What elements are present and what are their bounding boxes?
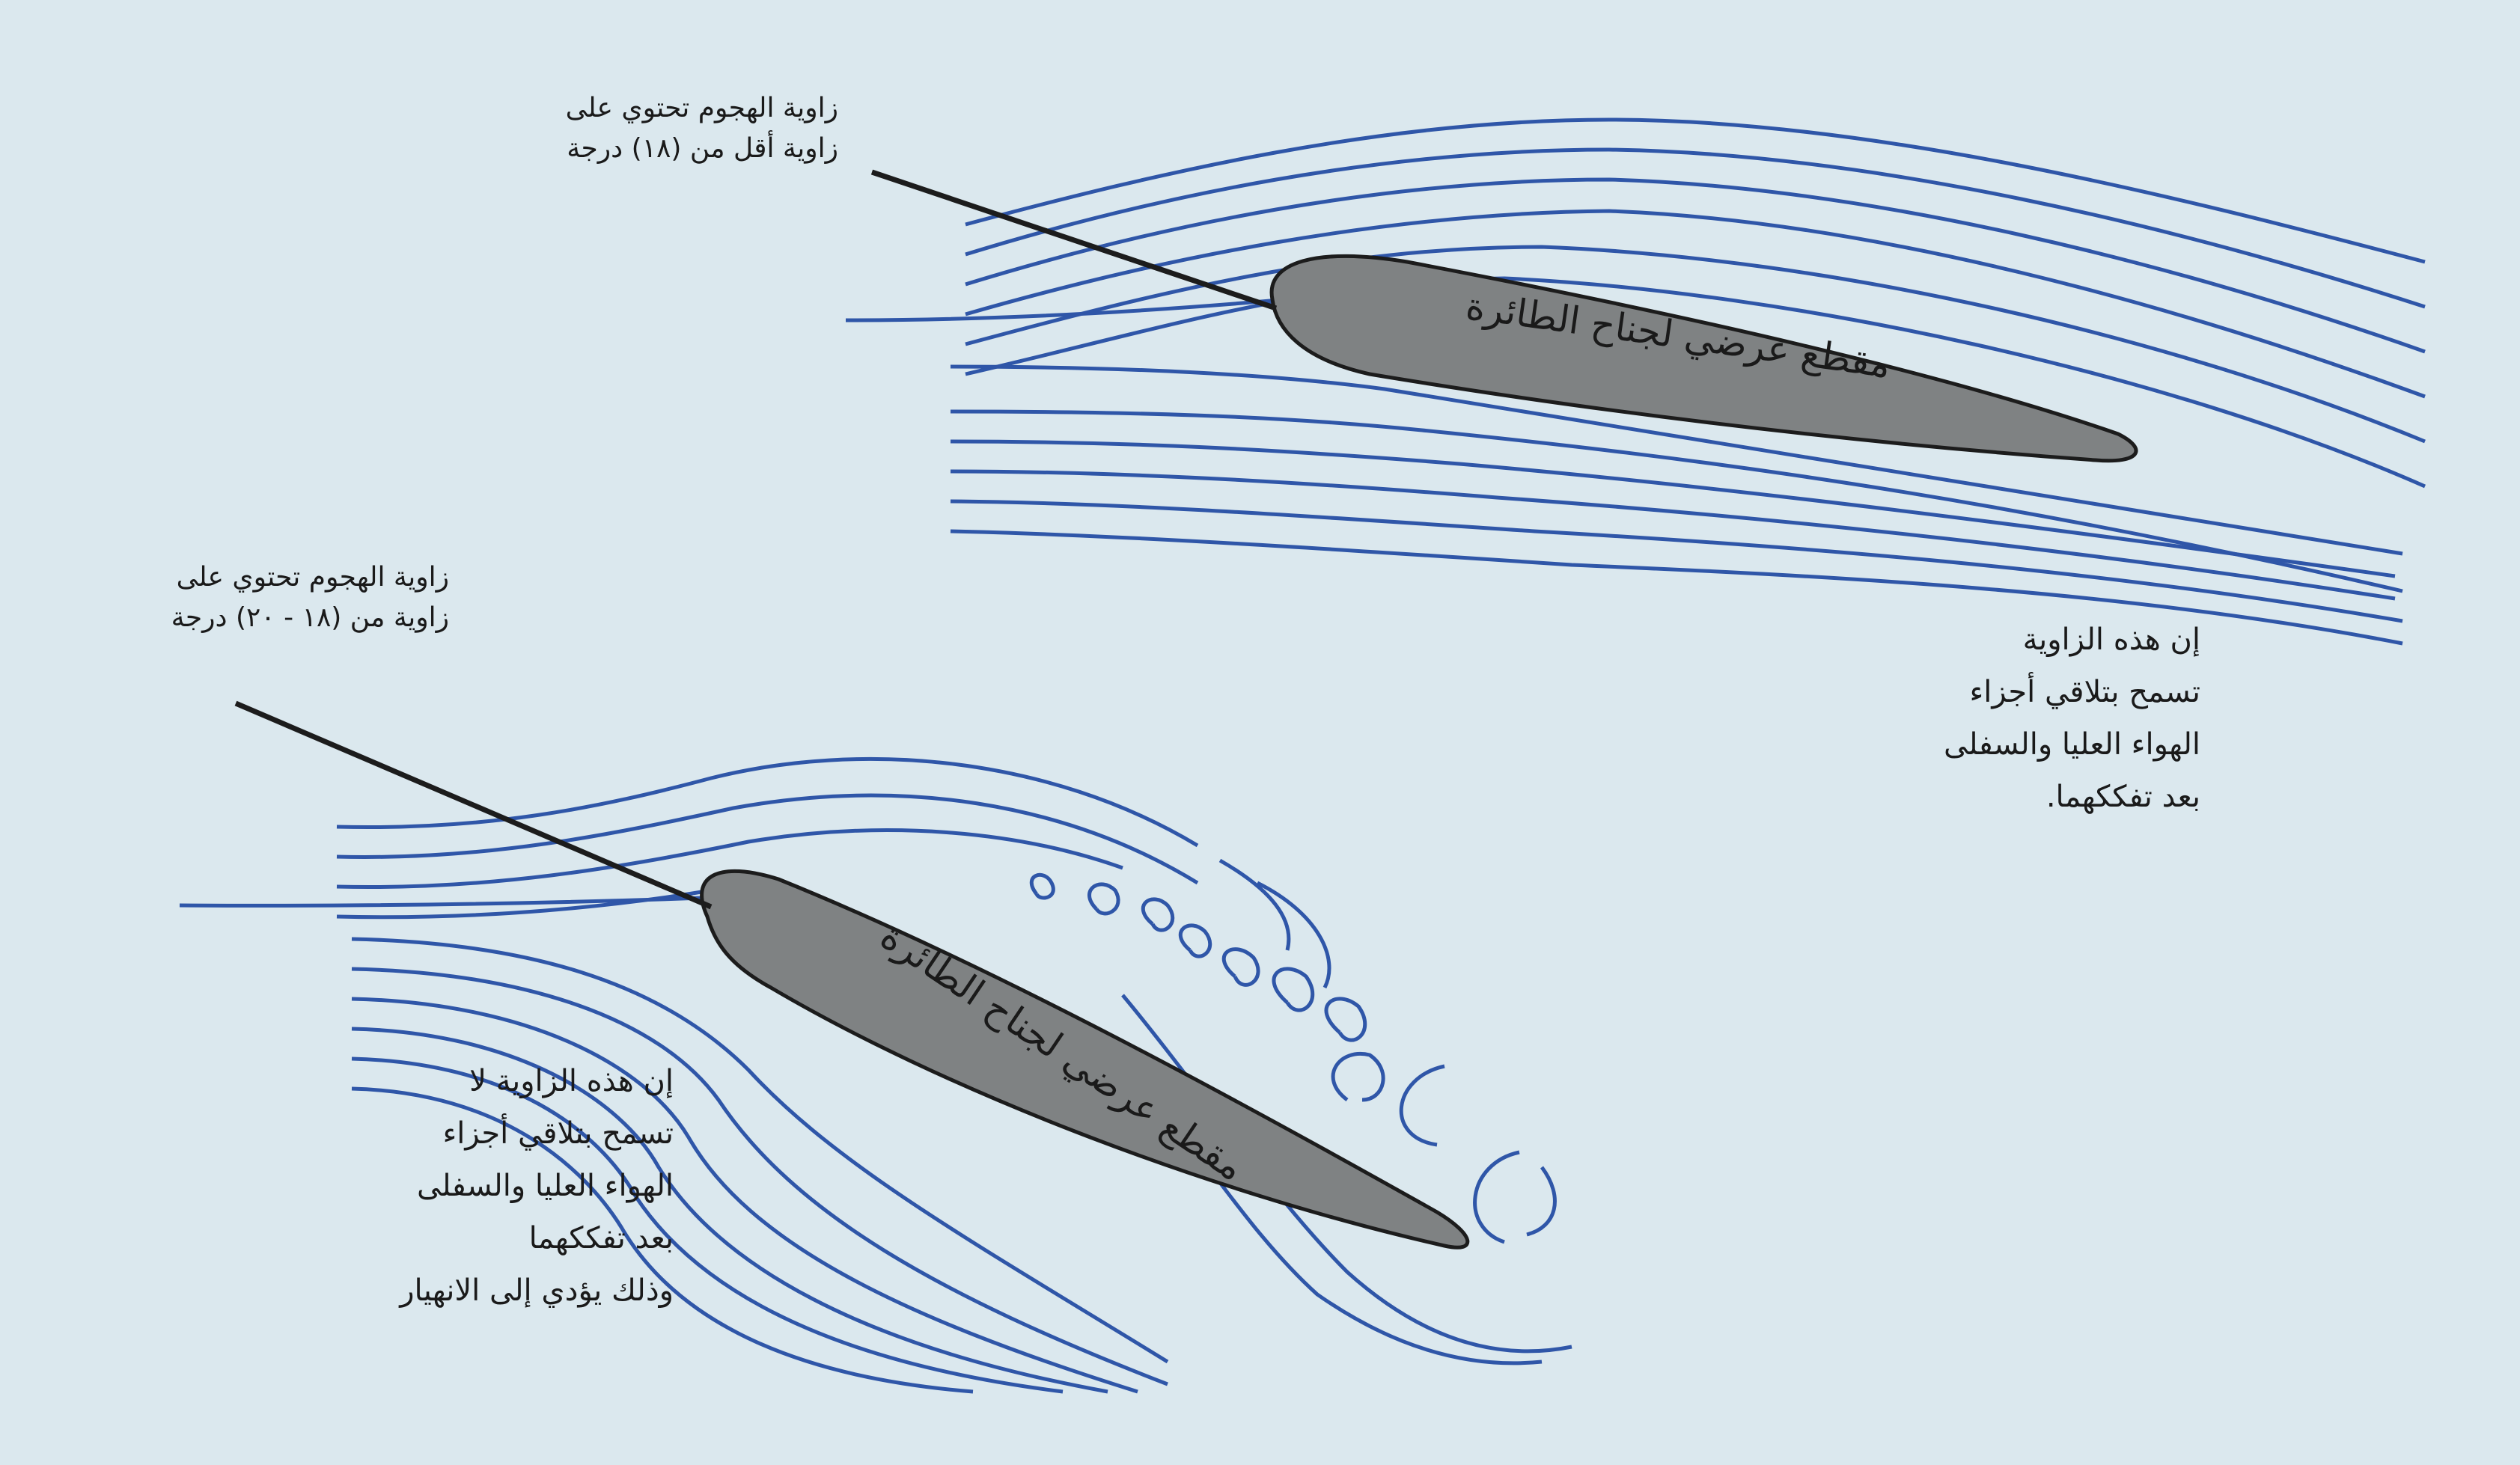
- vortex-swirl-8: [1333, 1053, 1383, 1100]
- vortex-swirl-7: [1326, 999, 1365, 1040]
- vortex-swirl-11: [1527, 1167, 1555, 1235]
- top-note-line-4: بعد تفككهما.: [1781, 771, 2200, 823]
- bottom-note-line-1: إن هذه الزاوية لا: [232, 1055, 674, 1107]
- bottom-angle-caption-line-2: زاوية من (١٨ - ٢٠) درجة: [45, 598, 449, 638]
- bottom-note-line-4: بعد تفككهما: [232, 1212, 674, 1264]
- vortex-swirl-1: [1031, 875, 1053, 898]
- bottom-note-line-2: تسمح بتلاقي أجزاء: [232, 1107, 674, 1160]
- bottom-note-line-5: وذلك يؤدي إلى الانهيار: [232, 1264, 674, 1317]
- top-angle-caption-line-1: زاوية الهجوم تحتوي على: [419, 88, 838, 129]
- vortex-swirl-12: [1220, 860, 1289, 950]
- bottom-note: إن هذه الزاوية لا تسمح بتلاقي أجزاء الهو…: [232, 1055, 674, 1317]
- top-figure: [846, 120, 2425, 643]
- top-note-line-1: إن هذه الزاوية: [1781, 614, 2200, 666]
- top-note: إن هذه الزاوية تسمح بتلاقي أجزاء الهواء …: [1781, 614, 2200, 823]
- top-note-line-2: تسمح بتلاقي أجزاء: [1781, 666, 2200, 718]
- streamline: [951, 471, 2395, 599]
- streamline: [951, 412, 2402, 591]
- bottom-angle-caption-line-1: زاوية الهجوم تحتوي على: [45, 557, 449, 598]
- vortex-swirl-5: [1224, 949, 1258, 985]
- vortex-swirl-4: [1180, 926, 1209, 956]
- top-angle-caption-line-2: زاوية أقل من (١٨) درجة: [419, 129, 838, 169]
- vortex-swirl-2: [1089, 884, 1118, 914]
- bottom-note-line-3: الهواء العليا والسفلى: [232, 1160, 674, 1212]
- vortex-swirl-6: [1274, 969, 1313, 1010]
- vortex-swirl-10: [1475, 1152, 1519, 1242]
- bottom-angle-pointer: [236, 703, 711, 907]
- top-angle-caption: زاوية الهجوم تحتوي على زاوية أقل من (١٨)…: [419, 88, 838, 169]
- vortex-swirl-9: [1401, 1066, 1444, 1145]
- bottom-angle-caption: زاوية الهجوم تحتوي على زاوية من (١٨ - ٢٠…: [45, 557, 449, 638]
- top-note-line-3: الهواء العليا والسفلى: [1781, 718, 2200, 771]
- vortex-swirl-3: [1143, 899, 1172, 930]
